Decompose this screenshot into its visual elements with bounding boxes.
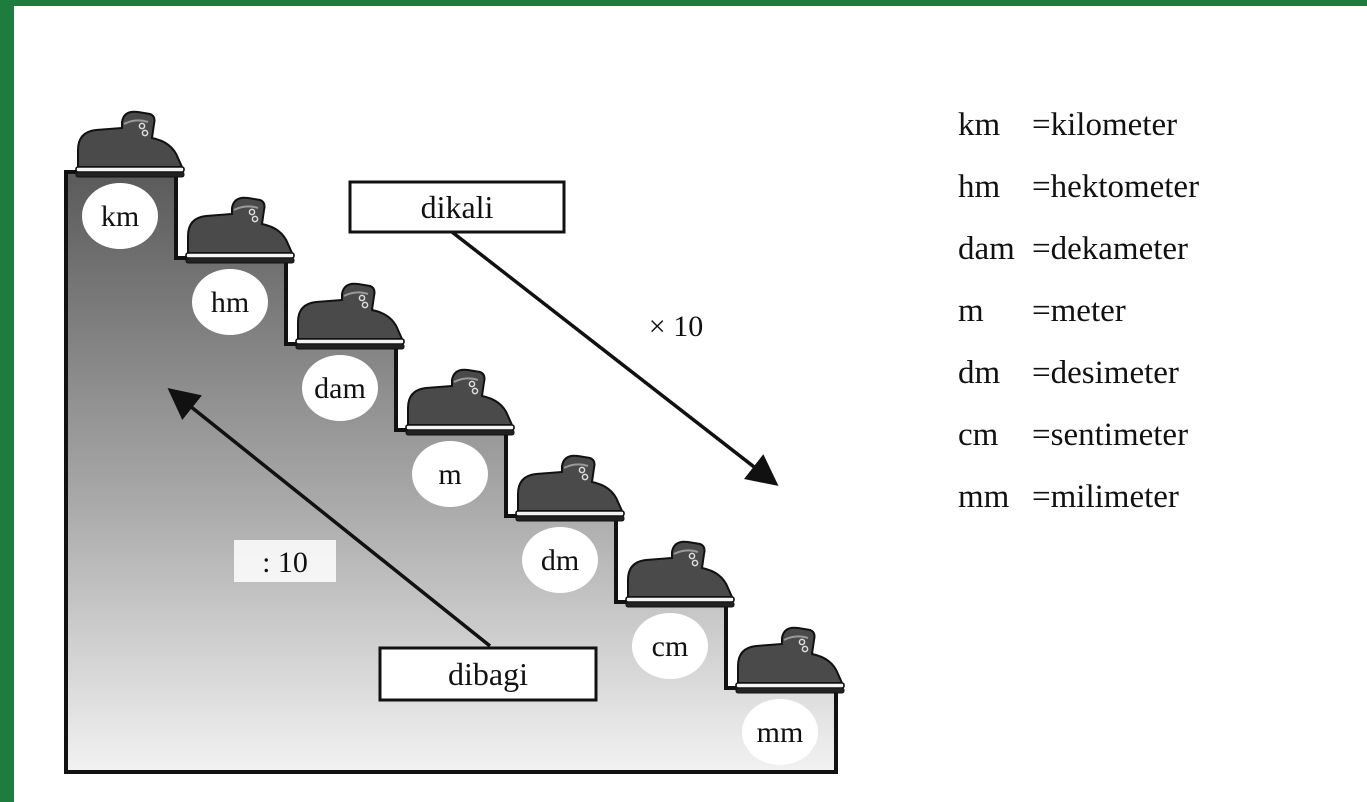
unit-badge-label: m	[438, 458, 461, 491]
legend-abbr: hm	[958, 169, 1001, 205]
legend-name: dekameter	[1050, 231, 1189, 267]
divide-label: dibagi	[448, 656, 528, 692]
legend-name: sentimeter	[1050, 417, 1189, 453]
shoe-icon	[295, 282, 405, 350]
unit-badge-hm: hm	[192, 269, 268, 335]
multiply-group: dikali × 10	[348, 180, 779, 486]
legend-equals: =	[1032, 293, 1051, 329]
unit-badge-cm: cm	[632, 613, 708, 679]
unit-badge-circle	[192, 269, 268, 335]
shoe-icon	[405, 368, 515, 436]
unit-badge-circle	[412, 441, 488, 507]
legend-row-hm: hm = hektometer	[958, 156, 1199, 218]
unit-badge-circle	[82, 183, 158, 249]
multiply-label: dikali	[421, 189, 494, 225]
legend-equals: =	[1032, 479, 1051, 515]
legend-row-km: km = kilometer	[958, 94, 1199, 156]
unit-badge-circle	[522, 527, 598, 593]
legend-abbr: km	[958, 107, 1001, 143]
legend-name: meter	[1050, 293, 1126, 329]
legend-equals: =	[1032, 231, 1051, 267]
multiply-arrow	[450, 230, 779, 486]
divide-box	[378, 646, 598, 702]
shoe-icon	[185, 196, 295, 264]
legend-row-dm: dm = desimeter	[958, 342, 1199, 404]
unit-legend: km = kilometer hm = hektometer dam = dekamete…	[958, 94, 1199, 528]
unit-badge-label: cm	[652, 630, 689, 663]
unit-badge-circle	[302, 355, 378, 421]
legend-name: desimeter	[1050, 355, 1179, 391]
divide-factor: : 10	[262, 546, 308, 579]
legend-equals: =	[1032, 355, 1051, 391]
legend-equals: =	[1032, 417, 1051, 453]
legend-name: milimeter	[1050, 479, 1179, 515]
legend-row-m: m = meter	[958, 280, 1199, 342]
divide-arrow	[167, 388, 492, 648]
shoe-icon	[75, 110, 185, 178]
legend-abbr: dm	[958, 355, 1001, 391]
shoe-icon	[515, 454, 625, 522]
unit-badge-dm: dm	[522, 527, 598, 593]
unit-badge-circle	[742, 699, 818, 765]
multiply-box	[348, 180, 566, 234]
unit-badge-dam: dam	[302, 355, 378, 421]
legend-equals: =	[1032, 169, 1051, 205]
multiply-factor: × 10	[649, 310, 703, 343]
shoe-icon	[735, 626, 845, 694]
divide-group: dibagi : 10	[167, 388, 598, 702]
unit-badge-km: km	[82, 183, 158, 249]
legend-row-dam: dam = dekameter	[958, 218, 1199, 280]
unit-badge-label: hm	[211, 286, 249, 319]
unit-badge-label: dam	[314, 372, 366, 405]
divide-factor-bg	[234, 540, 336, 582]
unit-badge-label: km	[101, 200, 139, 233]
unit-badge-mm: mm	[742, 699, 818, 765]
unit-badge-circle	[632, 613, 708, 679]
legend-abbr: m	[958, 293, 984, 329]
legend-name: kilometer	[1050, 107, 1178, 143]
legend-abbr: mm	[958, 479, 1010, 515]
legend-row-mm: mm = milimeter	[958, 466, 1199, 528]
legend-row-cm: cm = sentimeter	[958, 404, 1199, 466]
legend-abbr: dam	[958, 231, 1015, 267]
legend-abbr: cm	[958, 417, 999, 453]
unit-badge-label: mm	[757, 716, 804, 749]
unit-badge-m: m	[412, 441, 488, 507]
legend-name: hektometer	[1050, 169, 1200, 205]
unit-badge-label: dm	[541, 544, 579, 577]
staircase-diagram: km hm dam m dm cm mm dikali × 10 dibagi : 10	[64, 110, 845, 774]
slide: km hm dam m dm cm mm dikali × 10 dibagi : 10 k…	[14, 6, 1367, 802]
legend-equals: =	[1032, 107, 1051, 143]
shoe-icon	[625, 540, 735, 608]
